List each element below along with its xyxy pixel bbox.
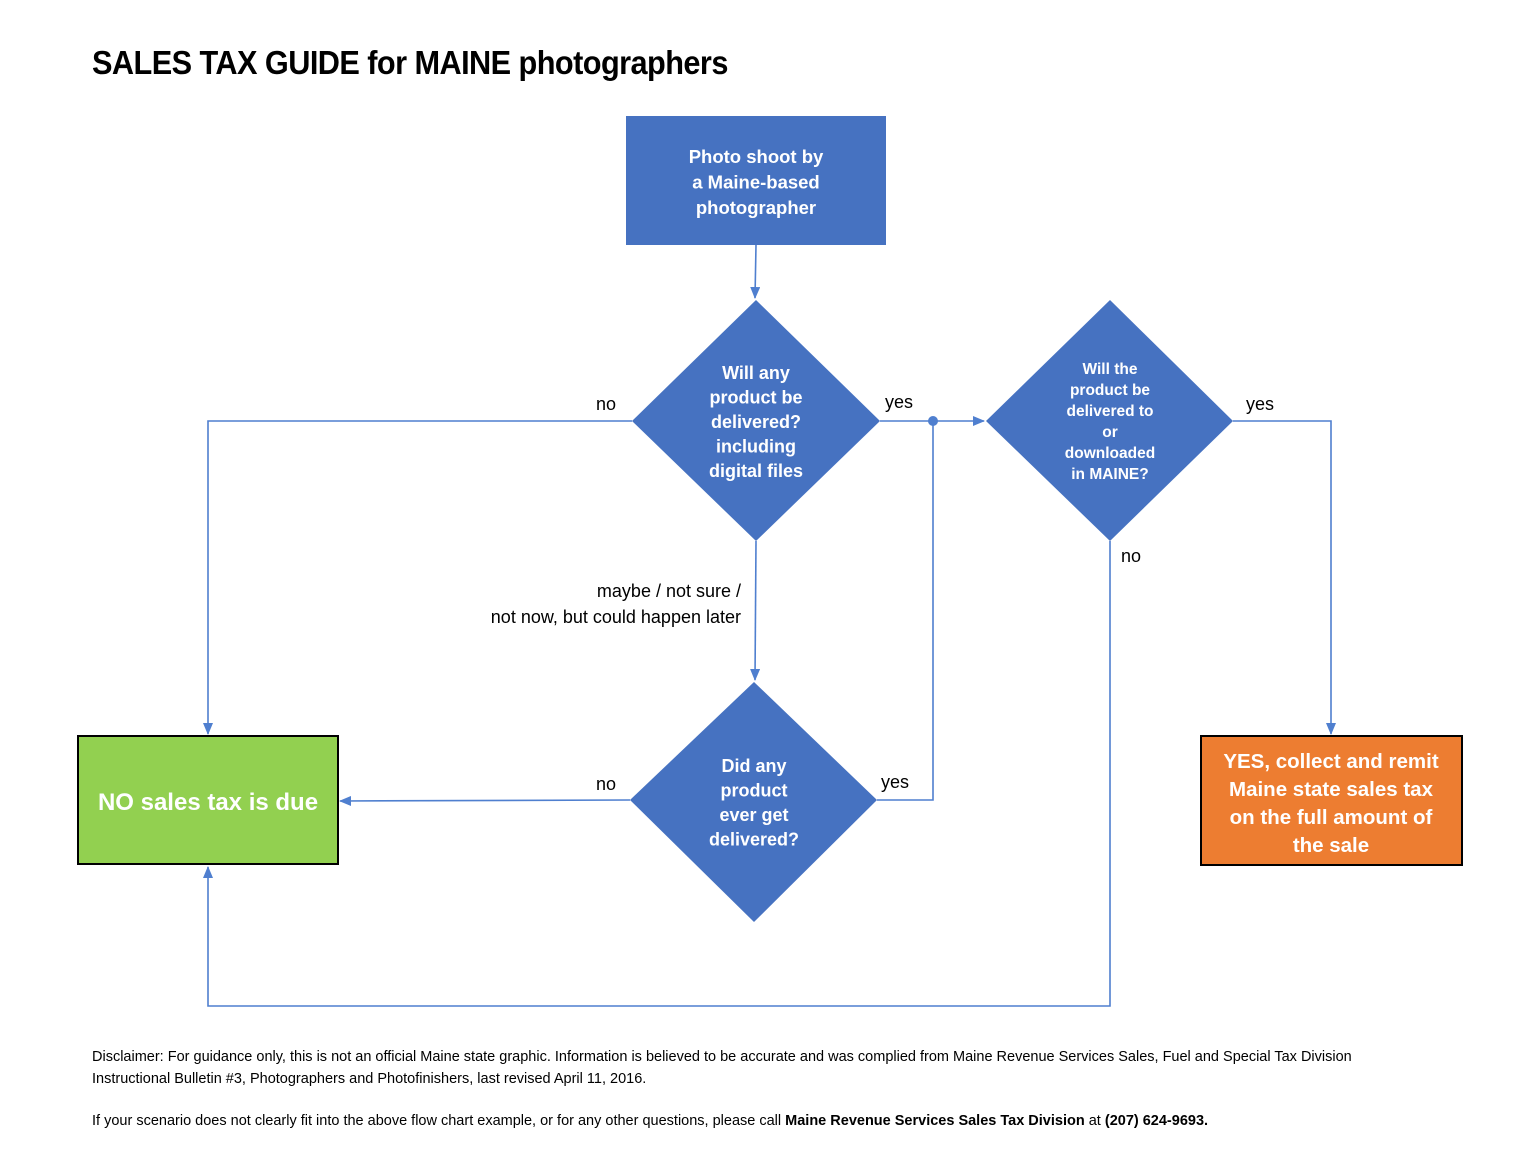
- connector-q2-no-to-no-tax: [203, 541, 1111, 1007]
- connector-q3-yes-to-q2: [877, 421, 934, 801]
- q2-line: or: [1102, 424, 1118, 441]
- contact-at: at: [1084, 1113, 1105, 1129]
- decision-product-delivered-text: Will any product be delivered? including dig…: [709, 363, 803, 481]
- q1-line: digital files: [709, 461, 803, 481]
- connector-q2-yes-to-yes-tax: [1233, 420, 1336, 735]
- junction-dot: [928, 416, 938, 426]
- yestax-line: the sale: [1293, 834, 1369, 857]
- q2-line: delivered to: [1067, 403, 1154, 420]
- connector-start-to-q1: [750, 244, 761, 299]
- connector-q1-maybe-to-q3: [750, 540, 761, 681]
- start-line: Photo shoot by: [689, 146, 824, 167]
- q3-line: Did any: [721, 756, 786, 776]
- maybe-line: maybe / not sure /: [597, 581, 741, 601]
- maybe-line: not now, but could happen later: [491, 607, 741, 627]
- disclaimer: Disclaimer: For guidance only, this is n…: [92, 1046, 1492, 1090]
- contact-text: If your scenario does not clearly fit in…: [92, 1113, 786, 1129]
- page-title: SALES TAX GUIDE for MAINE photographers: [92, 44, 728, 81]
- start-line: photographer: [696, 197, 816, 218]
- label-q2-yes: yes: [1246, 394, 1274, 414]
- q1-line: including: [716, 437, 796, 457]
- contact-note: If your scenario does not clearly fit in…: [92, 1110, 1492, 1132]
- q2-line: Will the: [1083, 361, 1138, 378]
- decision-delivered-in-maine: [986, 300, 1233, 541]
- label-q3-yes: yes: [881, 772, 909, 792]
- no-tax-box-text: NO sales tax is due: [98, 789, 318, 816]
- label-q3-no: no: [596, 774, 616, 794]
- start-box-text: Photo shoot by a Maine-based photographer: [689, 146, 824, 218]
- q2-line: in MAINE?: [1071, 466, 1149, 483]
- contact-org: Maine Revenue Services Sales Tax Divisio…: [785, 1113, 1085, 1129]
- decision-ever-delivered: [630, 682, 877, 922]
- decision-ever-delivered-text: Did any product ever get delivered?: [709, 756, 799, 850]
- q1-line: Will any: [722, 363, 790, 383]
- q3-line: product: [721, 781, 788, 801]
- no-tax-box: [77, 735, 339, 865]
- contact-phone: (207) 624-9693.: [1104, 1113, 1209, 1129]
- label-q1-no: no: [596, 394, 616, 414]
- connector-q3-no-to-no-tax: [339, 795, 631, 806]
- label-q2-no: no: [1121, 546, 1141, 566]
- decision-delivered-in-maine-text: Will the product be delivered to or download…: [1065, 361, 1155, 483]
- q1-line: product be: [710, 388, 803, 408]
- q3-line: delivered?: [709, 830, 799, 850]
- yestax-line: Maine state sales tax: [1229, 778, 1434, 801]
- yestax-line: YES, collect and remit: [1223, 750, 1438, 773]
- yestax-line: on the full amount of: [1230, 806, 1433, 829]
- connector-q1-no-to-no-tax: [203, 420, 632, 735]
- disclaimer-line-1: Disclaimer: For guidance only, this is n…: [92, 1049, 1352, 1065]
- label-q1-yes: yes: [885, 392, 913, 412]
- start-line: a Maine-based: [692, 172, 820, 193]
- q2-line: product be: [1070, 382, 1150, 399]
- disclaimer-line-2: Instructional Bulletin #3, Photographers…: [92, 1071, 647, 1087]
- notax-line: NO sales tax is due: [98, 789, 318, 816]
- label-q1-maybe: maybe / not sure / not now, but could hap…: [491, 581, 741, 627]
- decision-product-delivered: [632, 300, 880, 541]
- yes-tax-box: [1200, 735, 1463, 866]
- start-box: [626, 116, 886, 245]
- q3-line: ever get: [719, 805, 788, 825]
- q1-line: delivered?: [711, 412, 801, 432]
- q2-line: downloaded: [1065, 445, 1155, 462]
